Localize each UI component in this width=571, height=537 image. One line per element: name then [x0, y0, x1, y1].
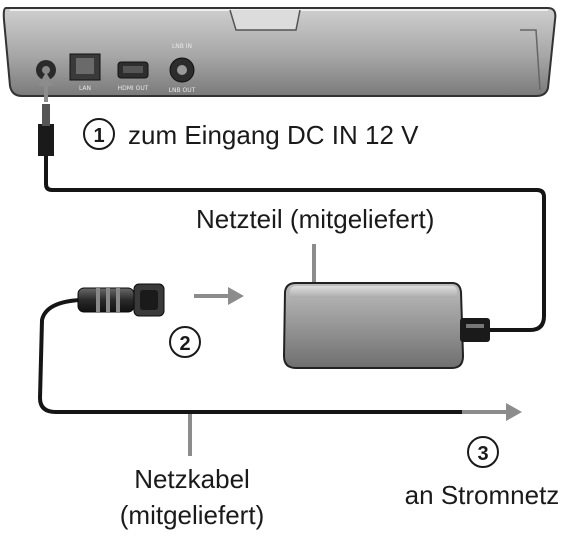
- port-label-lnb-out: LNB OUT: [169, 87, 196, 94]
- adapter-label: Netzteil (mitgeliefert): [196, 204, 434, 234]
- step1-text: zum Eingang DC IN 12 V: [128, 120, 419, 150]
- power-adapter: [282, 282, 490, 369]
- hdmi-port: HDMI OUT: [117, 61, 149, 92]
- step1-arrow: [38, 72, 54, 102]
- port-label-hdmi: HDMI OUT: [118, 85, 149, 92]
- receiver-device: LAN HDMI OUT LNB IN LNB OUT: [2, 7, 557, 97]
- step1-label: 1 zum Eingang DC IN 12 V: [83, 118, 419, 150]
- lnb-port: LNB IN LNB OUT: [169, 43, 196, 94]
- step2-arrow: [194, 287, 244, 305]
- dc-cable: [38, 104, 546, 332]
- step1-number: 1: [93, 125, 104, 147]
- step3-number: 3: [477, 443, 488, 465]
- dc-in-port: [36, 60, 56, 80]
- port-label-lan: LAN: [79, 85, 91, 92]
- step3-label: 3 an Stromnetz: [405, 436, 560, 510]
- port-label-lnb-in: LNB IN: [172, 43, 192, 50]
- power-plug: [77, 283, 165, 317]
- step3-text: an Stromnetz: [405, 480, 560, 510]
- step3-arrow: [462, 403, 522, 421]
- lan-port: LAN: [69, 53, 101, 92]
- step2-number: 2: [179, 333, 190, 355]
- power-cable-label-line1: Netzkabel: [134, 464, 250, 494]
- power-cable-label-line2: (mitgeliefert): [120, 500, 264, 530]
- power-cable: [38, 298, 466, 414]
- step2-label: 2: [169, 326, 201, 358]
